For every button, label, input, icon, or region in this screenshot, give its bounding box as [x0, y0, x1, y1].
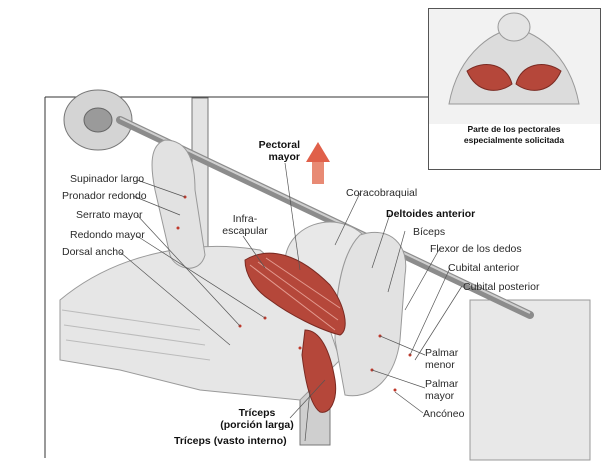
label-anconeo: Ancóneo: [423, 408, 465, 420]
label-palmar-mayor-line1: Palmar: [425, 378, 459, 390]
label-flexor-dedos: Flexor de los dedos: [430, 243, 522, 255]
label-palmar-menor-line1: Palmar: [425, 347, 459, 359]
barbell-highlight: [119, 117, 531, 314]
label-pronador-redondo: Pronador redondo: [62, 190, 147, 202]
label-pectoral-mayor: Pectoral mayor: [250, 139, 300, 163]
inset-chest-drawing: [429, 9, 600, 124]
barbell-plate: [63, 89, 133, 151]
label-cubital-anterior: Cubital anterior: [448, 262, 520, 274]
label-infraescapular: Infra- escapular: [220, 213, 270, 237]
label-triceps-porcion-larga: Tríceps (porción larga): [212, 407, 302, 431]
label-cubital-posterior: Cubital posterior: [463, 281, 540, 293]
label-redondo-mayor: Redondo mayor: [70, 229, 145, 241]
inset-panel: [428, 8, 601, 170]
right-arm-sketch: [334, 231, 407, 397]
left-arm-sketch: [151, 139, 206, 269]
label-palmar-mayor: Palmar mayor: [425, 378, 458, 402]
label-serrato-mayor: Serrato mayor: [76, 209, 143, 221]
barbell-bar: [116, 116, 534, 319]
pectoral-major-muscle: [244, 252, 346, 336]
label-biceps: Bíceps: [413, 226, 446, 238]
label-infraescapular-line1: Infra-: [232, 213, 258, 225]
label-triceps-porcion-larga-line2: (porción larga): [220, 419, 294, 431]
label-palmar-menor-line2: menor: [425, 359, 455, 371]
label-deltoides-anterior: Deltoides anterior: [386, 208, 476, 220]
label-coracobraquial: Coracobraquial: [346, 187, 418, 199]
label-pectoral-mayor-line2: mayor: [268, 151, 300, 163]
label-dorsal-ancho: Dorsal ancho: [62, 246, 124, 258]
inset-caption-line1: Parte de los pectorales: [467, 124, 561, 134]
label-palmar-menor: Palmar menor: [425, 347, 458, 371]
label-supinador-largo: Supinador largo: [70, 173, 145, 185]
inset-caption: Parte de los pectorales especialmente so…: [430, 124, 598, 146]
inset-right-pectoral: [515, 64, 562, 91]
label-palmar-mayor-line2: mayor: [425, 390, 455, 402]
inset-caption-line2: especialmente solicitada: [463, 135, 565, 145]
upward-arrow: [306, 142, 330, 184]
label-triceps-vasto-interno: Tríceps (vasto interno): [174, 435, 287, 447]
leader-lines: [119, 162, 463, 442]
label-triceps-porcion-larga-line1: Tríceps: [238, 407, 276, 419]
label-infraescapular-line2: escapular: [222, 225, 268, 237]
inset-left-pectoral: [466, 64, 513, 91]
triceps-long-head-muscle: [301, 329, 337, 413]
label-pectoral-mayor-line1: Pectoral: [258, 139, 300, 151]
